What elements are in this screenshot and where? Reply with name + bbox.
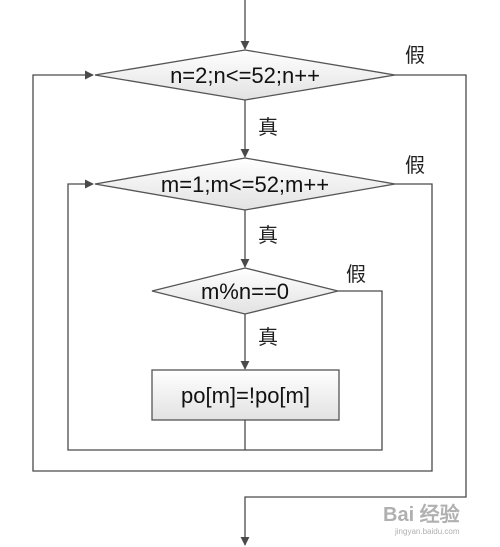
outer-loop-text: n=2;n<=52;n++	[170, 63, 320, 88]
watermark-url: jingyan.baidu.com	[394, 527, 460, 536]
inner-loop-back-edge	[67, 179, 245, 451]
inner-true-label: 真	[258, 223, 278, 247]
condition-false-label: 假	[346, 262, 366, 286]
action-text: po[m]=!po[m]	[181, 383, 310, 408]
watermark-logo: Bai 经验	[383, 502, 460, 526]
action-box	[151, 369, 340, 421]
inner-false-path	[32, 70, 433, 472]
condition-text: m%n==0	[201, 279, 289, 304]
condition-false-path	[245, 290, 383, 451]
inner-false-label: 假	[405, 153, 425, 177]
condition-true-label: 真	[258, 325, 278, 349]
inner-loop-text: m=1;m<=52;m++	[161, 172, 329, 197]
outer-false-label: 假	[405, 43, 425, 67]
outer-false-path	[240, 74, 467, 546]
outer-true-label: 真	[258, 115, 278, 139]
